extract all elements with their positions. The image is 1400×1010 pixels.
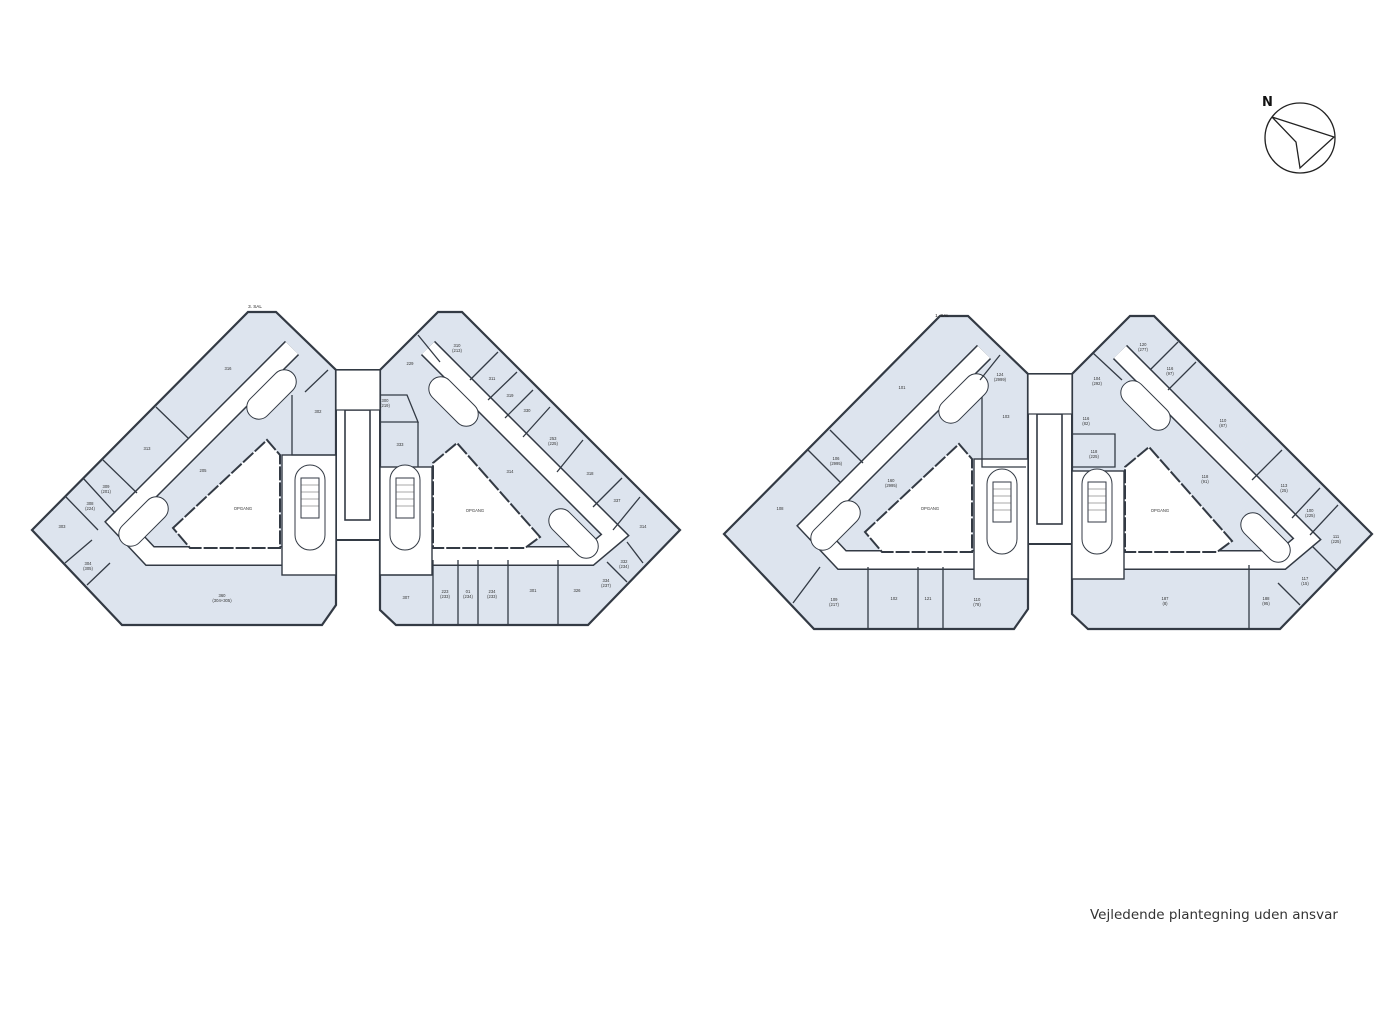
room-area: (201): [101, 489, 111, 494]
room-number: 304: [85, 561, 93, 566]
room-number: 116: [1083, 416, 1090, 421]
north-arrow-icon: [1271, 116, 1336, 170]
compass-circle: [1264, 102, 1336, 174]
room-number: 100: [1307, 508, 1315, 513]
room-number: 109: [831, 597, 839, 602]
room-area: (225): [548, 441, 558, 446]
room-area: (305): [83, 566, 93, 571]
floor-plan-3-sal: 3. SAL 316 302 313 205 309(201) 308(224) 303 30…: [32, 304, 680, 625]
room-number: 253: [550, 436, 558, 441]
room-number: 102: [891, 596, 899, 601]
room-area: (15): [1301, 581, 1309, 586]
room-number: 319: [507, 393, 515, 398]
room-number: 316: [225, 366, 233, 371]
room-number: 360: [219, 593, 227, 598]
room-number: OPGANG: [234, 506, 252, 511]
room-number: 326: [574, 588, 582, 593]
room-area: (78): [973, 602, 981, 607]
room-area: (2995): [885, 483, 898, 488]
room-number: OPGANG: [466, 508, 484, 513]
room-number: 332: [621, 559, 629, 564]
room-area: (217): [829, 602, 839, 607]
north-label: N: [1262, 95, 1273, 110]
room-number: 310: [454, 343, 462, 348]
room-area: (2995): [830, 461, 843, 466]
room-area: (213): [452, 348, 462, 353]
room-number: 160: [888, 478, 896, 483]
room-area: (97): [1166, 371, 1174, 376]
room-number: 124: [997, 372, 1005, 377]
room-number: 223: [442, 589, 450, 594]
room-number: 337: [614, 498, 622, 503]
room-number: OPGANG: [921, 506, 939, 511]
room-area: (225): [1305, 513, 1315, 518]
room-number: 01: [466, 589, 471, 594]
room-number: 333: [397, 442, 405, 447]
floor-title: 3. SAL: [248, 304, 262, 309]
room-area: (8): [1162, 601, 1168, 606]
room-number: 303: [59, 524, 67, 529]
floor-title: 1. SAL: [935, 313, 949, 318]
room-number: 104: [1094, 376, 1102, 381]
room-number: 110: [974, 597, 981, 602]
room-partitions: [792, 341, 1339, 629]
room-area: (304+305): [212, 598, 232, 603]
room-number: 116: [1167, 366, 1174, 371]
room-area: (224): [85, 506, 95, 511]
room-number: 307: [403, 595, 411, 600]
room-number: 108: [777, 506, 785, 511]
room-area: (87): [1219, 423, 1227, 428]
north-compass: N: [1262, 95, 1336, 174]
room-area: (95): [1262, 601, 1270, 606]
room-area: (25): [1280, 488, 1288, 493]
room-number: 301: [530, 588, 538, 593]
room-number: 234: [489, 589, 497, 594]
room-area: (91): [1201, 479, 1209, 484]
room-number: 313: [144, 446, 152, 451]
room-number: OPGANG: [1151, 508, 1169, 513]
floor-plan-1-sal: 1. SAL 101124(2999)103106(2995)160(2995)…: [724, 313, 1372, 629]
room-area: (234): [619, 564, 629, 569]
room-number: 110: [1220, 418, 1227, 423]
room-number: 103: [1003, 414, 1011, 419]
room-area: (237): [601, 583, 611, 588]
room-area: (292): [1092, 381, 1102, 386]
room-partitions: [64, 334, 644, 625]
room-number: 229: [407, 361, 415, 366]
room-area: (82): [1082, 421, 1090, 426]
room-number: 330: [524, 408, 532, 413]
room-number: 334: [603, 578, 611, 583]
room-number: 311: [489, 376, 496, 381]
room-number: 111: [1333, 534, 1340, 539]
room-number: 302: [315, 409, 323, 414]
room-number: 120: [1140, 342, 1148, 347]
room-number: 118: [1202, 474, 1209, 479]
room-number: 113: [1281, 483, 1288, 488]
room-area: (2999): [994, 377, 1007, 382]
room-number: 314: [640, 524, 648, 529]
room-area: (219): [380, 403, 390, 408]
room-number: 314: [507, 469, 515, 474]
room-area: (277): [1138, 347, 1148, 352]
room-number: 101: [899, 385, 907, 390]
room-number: 318: [587, 471, 595, 476]
room-number: 117: [1302, 576, 1309, 581]
room-number: 308: [87, 501, 95, 506]
room-area: (234): [463, 594, 473, 599]
room-number: 188: [1263, 596, 1271, 601]
room-area: (225): [1331, 539, 1341, 544]
room-number: 205: [200, 468, 208, 473]
room-number: 118: [1091, 449, 1098, 454]
room-area: (233): [440, 594, 450, 599]
room-number: 300: [382, 398, 390, 403]
room-number: 121: [925, 596, 933, 601]
room-labels: 316 302 313 205 309(201) 308(224) 303 304(305) 3…: [59, 343, 648, 603]
room-area: (225): [1089, 454, 1099, 459]
room-number: 187: [1162, 596, 1170, 601]
room-number: 309: [103, 484, 111, 489]
room-number: 106: [833, 456, 841, 461]
disclaimer-text: Vejledende plantegning uden ansvar: [1090, 907, 1338, 923]
room-area: (233): [487, 594, 497, 599]
